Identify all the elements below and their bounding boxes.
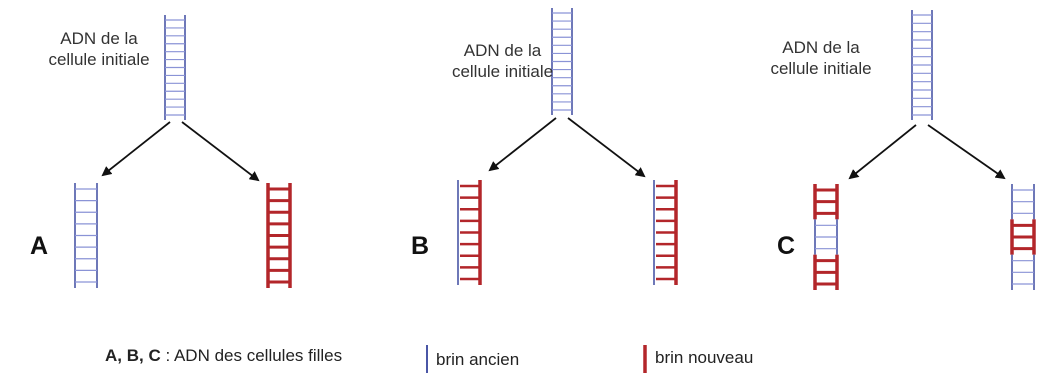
- legend-new-strand-label: brin nouveau: [655, 348, 754, 367]
- panel-c-arrow-right: [927, 124, 1006, 180]
- legend-caption: A, B, C : ADN des cellules filles: [105, 346, 342, 366]
- panel-a-parent-label: ADN de la cellule initiale: [34, 28, 164, 70]
- panel-b-arrow-right: [567, 117, 646, 178]
- legend-letters: A, B, C: [105, 346, 161, 365]
- panel-a-group: [74, 15, 292, 288]
- panel-b-arrow-left: [488, 117, 557, 172]
- legend-caption-text: : ADN des cellules filles: [160, 346, 343, 365]
- panel-b-letter: B: [411, 232, 430, 260]
- panel-a-parent-label-line2: cellule initiale: [48, 50, 150, 69]
- panel-b-parent-label: ADN de la cellule initiale: [440, 40, 565, 82]
- panel-a-arrow-right: [181, 121, 260, 182]
- legend-old-strand-label: brin ancien: [436, 350, 520, 369]
- panel-a-arrow-left: [101, 121, 171, 177]
- panel-b-parent-label-line1: ADN de la: [463, 41, 542, 60]
- panel-c-group: [813, 10, 1036, 290]
- panel-a-letter: A: [30, 232, 49, 260]
- panel-a-parent-label-line1: ADN de la: [60, 29, 138, 48]
- panel-b-group: [457, 8, 678, 285]
- panel-c-parent-label-line2: cellule initiale: [770, 59, 872, 78]
- panel-c-arrow-left: [848, 124, 917, 180]
- panel-c-parent-label: ADN de la cellule initiale: [756, 37, 886, 79]
- panel-c-letter: C: [777, 232, 796, 260]
- panel-c-parent-label-line1: ADN de la: [782, 38, 860, 57]
- panel-b-parent-label-line2: cellule initiale: [451, 62, 554, 81]
